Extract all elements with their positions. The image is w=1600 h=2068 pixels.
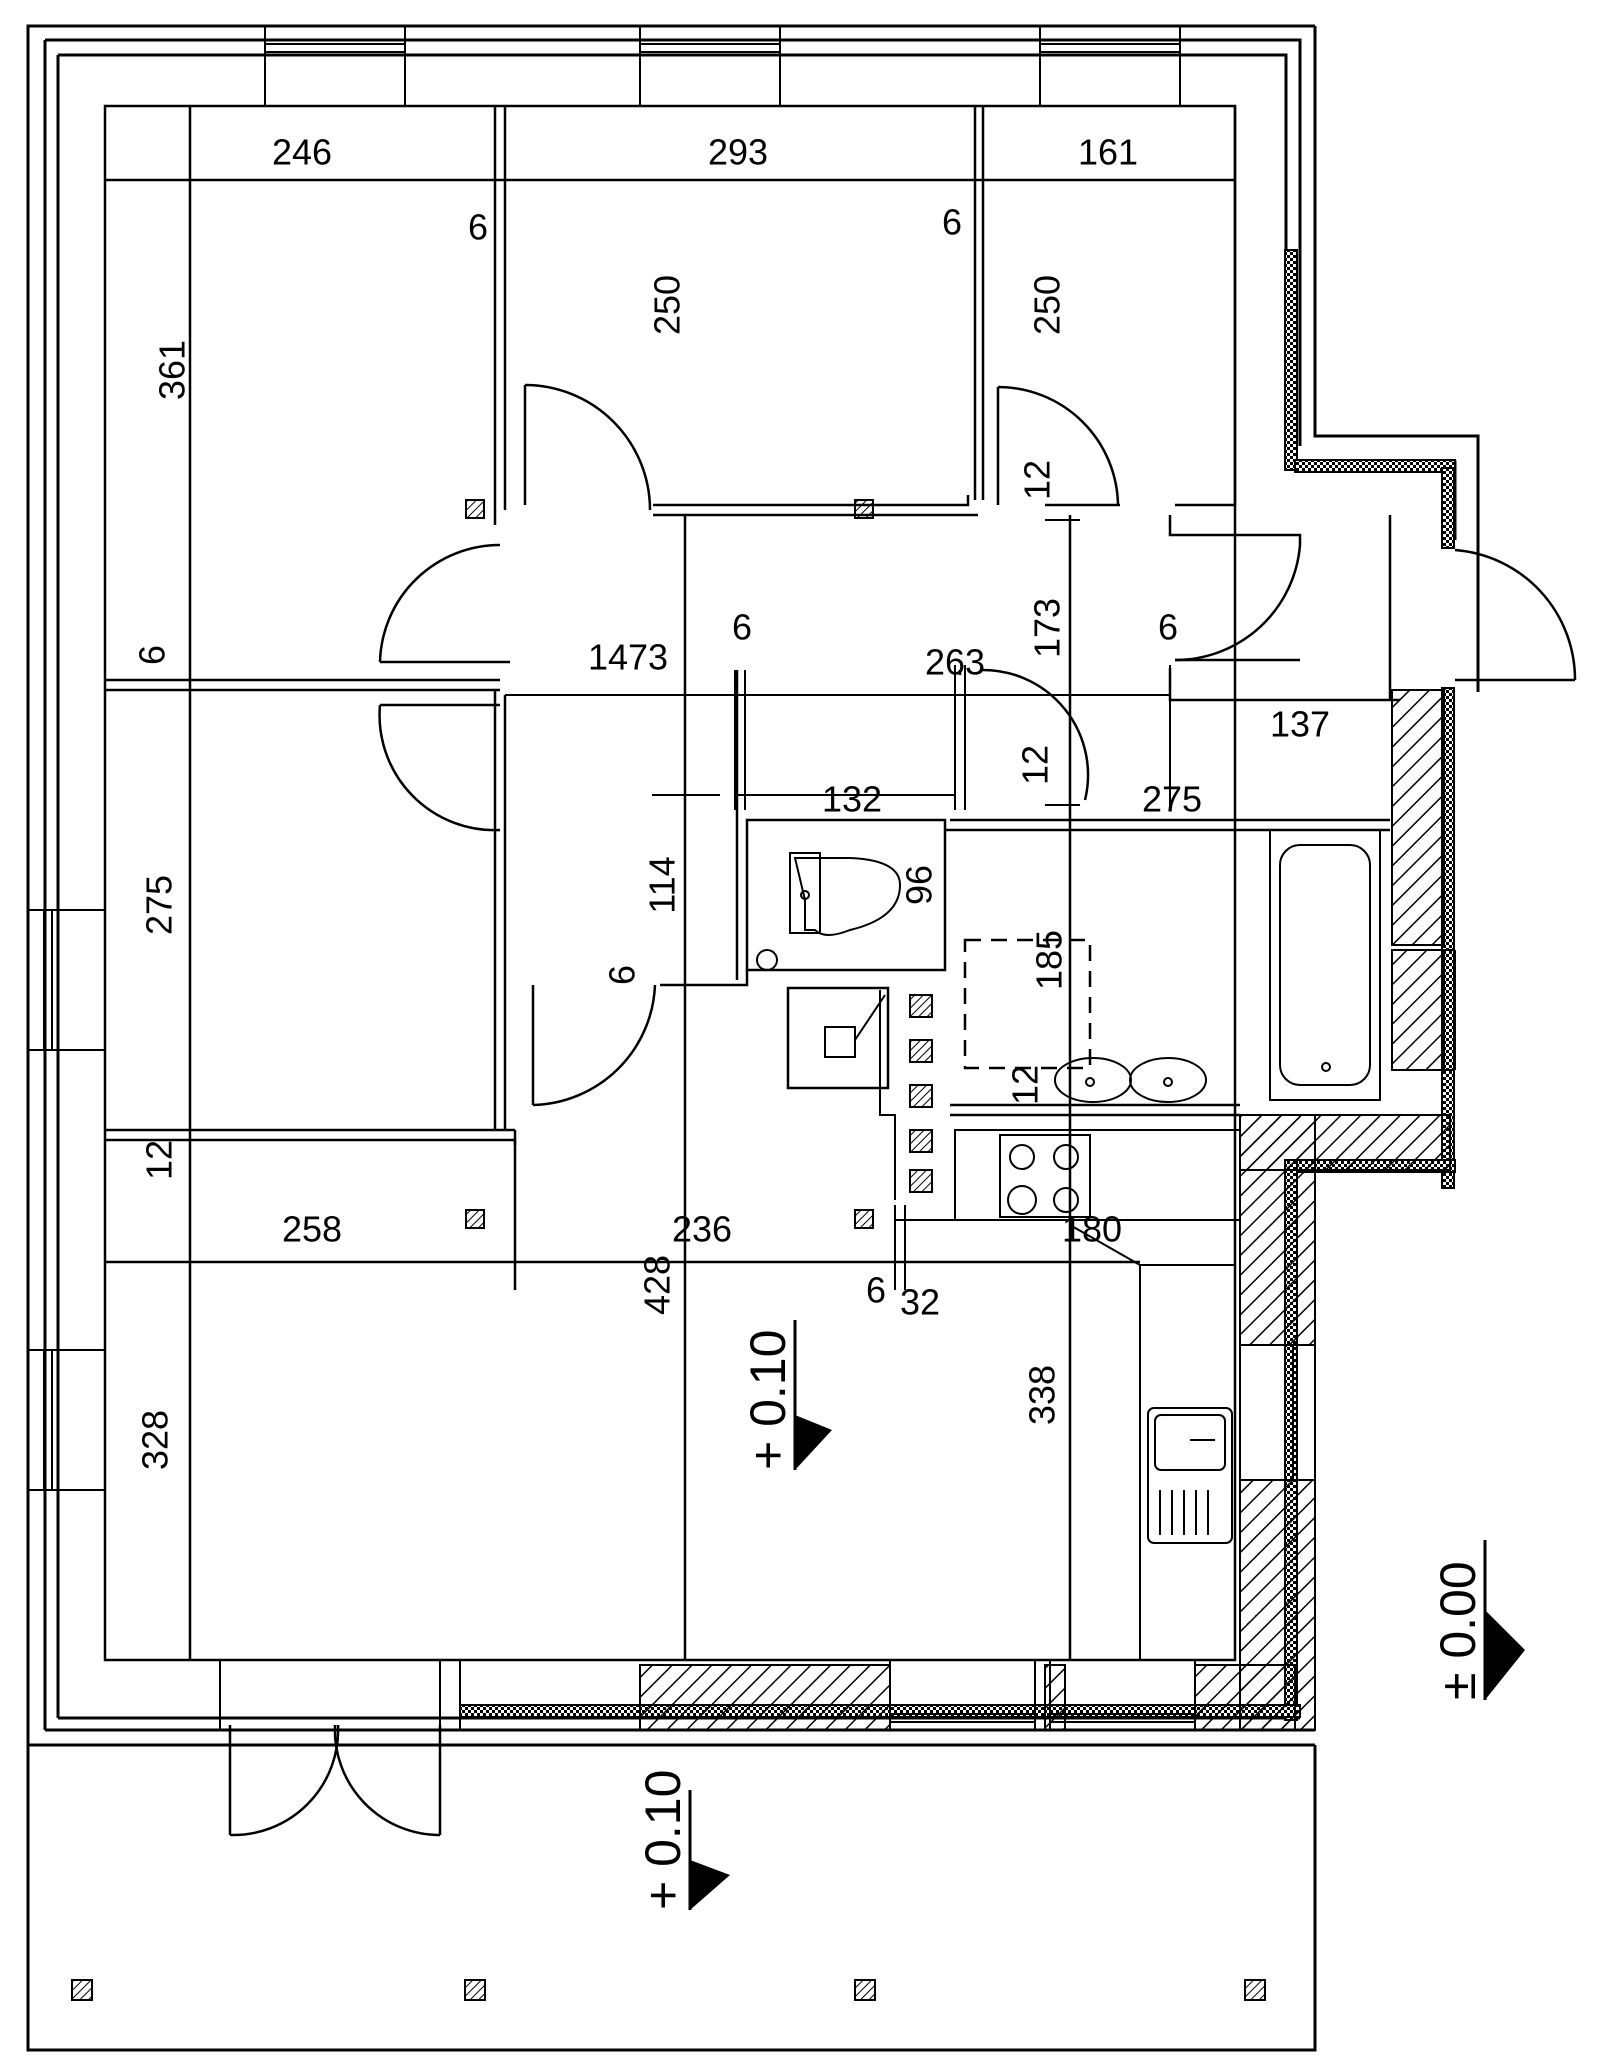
dimension-label: 236: [672, 1209, 732, 1250]
dimension-label: 293: [708, 132, 768, 173]
dimension-label: 180: [1062, 1209, 1122, 1250]
wc-fixtures: [756, 852, 902, 971]
dimension-label: 96: [899, 865, 940, 905]
dimension-label: 275: [1142, 779, 1202, 820]
dimension-label: 263: [925, 642, 985, 683]
level-marker-living: + 0.10: [740, 1320, 832, 1470]
dimension-label: 6: [942, 202, 962, 243]
level-marker-exterior: ± 0.00: [1430, 1540, 1525, 1700]
dimension-label: 32: [900, 1282, 940, 1323]
dimension-label: 132: [822, 779, 882, 820]
dimension-label: 328: [135, 1410, 176, 1470]
boiler-unit: [786, 986, 933, 1200]
dimension-label: 258: [282, 1209, 342, 1250]
dimension-label: 12: [1005, 1065, 1046, 1105]
bathroom-fixtures: [963, 829, 1381, 1103]
level-label: + 0.10: [635, 1770, 691, 1910]
dimension-label: 338: [1022, 1365, 1063, 1425]
doors: [219, 383, 1577, 1837]
level-label: + 0.10: [740, 1330, 796, 1470]
dimension-label: 185: [1029, 930, 1070, 990]
level-marker-terrace: + 0.10: [635, 1770, 730, 1910]
dimension-label: 12: [1017, 460, 1058, 500]
dimension-label: 1473: [588, 637, 668, 678]
dimension-label: 6: [732, 607, 752, 648]
dimension-label: 137: [1270, 704, 1330, 745]
dimension-label: 12: [1015, 745, 1056, 785]
dimension-label: 173: [1027, 598, 1068, 658]
dimension-label: 161: [1078, 132, 1138, 173]
dimension-label: 6: [602, 965, 643, 985]
level-label: ± 0.00: [1430, 1561, 1486, 1700]
terrace: [26, 1745, 1317, 2052]
dimension-label: 428: [637, 1255, 678, 1315]
dimension-label: 114: [642, 856, 683, 913]
dimension-label: 6: [468, 207, 488, 248]
windows: [27, 25, 1456, 1731]
dimension-label: 246: [272, 132, 332, 173]
dimension-label: 250: [1027, 275, 1068, 335]
kitchen-fixtures: [954, 1129, 1241, 1544]
dimension-label: 6: [1158, 607, 1178, 648]
dimension-labels: 246 293 161 6 6 361 250 250 12 6 1473 6 263 173 6 137 12…: [132, 132, 1331, 1471]
dimension-label: 250: [647, 275, 688, 335]
interior-walls: [105, 106, 1400, 1661]
dimension-label: 361: [152, 340, 193, 400]
dimension-label: 275: [139, 875, 180, 935]
dimension-label: 6: [132, 645, 173, 665]
dimension-label: 6: [866, 1270, 886, 1311]
columns: [71, 499, 1266, 2001]
dimension-label: 12: [139, 1140, 180, 1180]
